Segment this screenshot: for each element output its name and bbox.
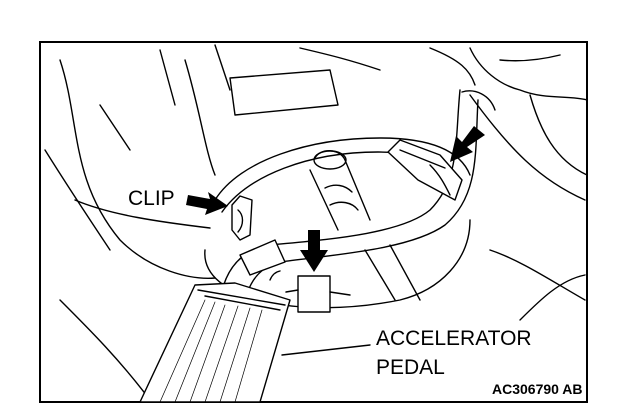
steering-housing <box>469 47 587 176</box>
clip-left <box>231 195 253 241</box>
clip-label: CLIP <box>128 187 175 210</box>
arrows <box>186 126 485 272</box>
clip-upper-right <box>387 139 463 201</box>
dash-vent <box>229 69 339 116</box>
figure-frame <box>39 41 588 403</box>
clip-middle <box>239 239 351 313</box>
arrow-clip-upper-right <box>450 126 485 162</box>
accelerator-label-line1: ACCELERATOR <box>376 327 532 350</box>
arrow-clip-left <box>186 192 228 215</box>
figure-code: AC306790 AB <box>492 381 583 397</box>
interior-panel <box>44 44 586 401</box>
accelerator-pedal <box>139 282 291 402</box>
arrow-clip-middle <box>300 230 328 272</box>
brake-rod <box>309 150 421 301</box>
accelerator-label-line2: PEDAL <box>376 356 445 379</box>
pedal-leader-line <box>281 344 371 356</box>
